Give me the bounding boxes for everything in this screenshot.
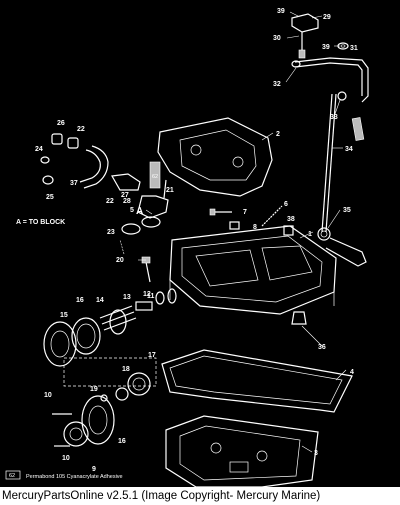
- plug-part-36: [291, 311, 307, 325]
- copyright-footer: MercuryPartsOnline v2.5.1 (Image Copyrig…: [0, 487, 400, 505]
- callout-31: 31: [350, 45, 358, 52]
- legend-text: Permabond 105 Cyanacrylate Adhesive: [26, 474, 123, 480]
- callout-22-mid: 22: [106, 198, 114, 205]
- callout-25: 25: [46, 194, 54, 201]
- callout-26: 26: [57, 120, 65, 127]
- tube-label: 62: [152, 174, 158, 180]
- callout-30: 30: [273, 35, 281, 42]
- callout-16-lower: 16: [118, 438, 126, 445]
- callout-19: 19: [90, 386, 98, 393]
- bolt-part-20: [141, 256, 151, 283]
- callout-20: 20: [116, 257, 124, 264]
- callout-33: 33: [330, 114, 338, 121]
- callout-23: 23: [107, 229, 115, 236]
- callout-9: 9: [92, 466, 96, 473]
- rod-part-34: [321, 91, 365, 233]
- callout-27: 27: [121, 192, 129, 199]
- callout-2: 2: [276, 131, 280, 138]
- legend-code: 62: [9, 473, 15, 479]
- callout-38: 38: [287, 216, 295, 223]
- callout-6: 6: [284, 201, 288, 208]
- callout-39-top: 39: [277, 8, 285, 15]
- callout-labels: 39 29 30 39 31 32 33 34 2 26 22 24 25 37…: [35, 8, 358, 473]
- footer-text: MercuryPartsOnline v2.5.1 (Image Copyrig…: [2, 490, 321, 502]
- plate-part-3: [165, 415, 319, 487]
- callout-39-mid: 39: [322, 44, 330, 51]
- callout-7: 7: [243, 209, 247, 216]
- callout-15: 15: [60, 312, 68, 319]
- callout-14: 14: [96, 297, 104, 304]
- leader-lines: [119, 11, 347, 453]
- fitting-group-part-21: [111, 173, 169, 235]
- lower-cover-part-9-16: [52, 395, 115, 447]
- gasket-part-2: [157, 117, 273, 197]
- callout-24: 24: [35, 146, 43, 153]
- callout-13: 13: [123, 294, 131, 301]
- callout-37: 37: [70, 180, 78, 187]
- gasket-part-4: [161, 349, 353, 413]
- adhesive-tube-62: 62: [149, 161, 161, 189]
- callout-16-upper: 16: [76, 297, 84, 304]
- linkage-arm-part-32: [291, 57, 369, 103]
- callout-35: 35: [343, 207, 351, 214]
- block-part-1: [169, 225, 337, 315]
- callout-5: 5: [130, 207, 134, 214]
- fitting-part-35: [317, 227, 367, 267]
- callout-22-top: 22: [77, 126, 85, 133]
- callout-36: 36: [318, 344, 326, 351]
- callout-3: 3: [314, 450, 318, 457]
- cover-part-15-16: [43, 317, 101, 367]
- callout-34: 34: [345, 146, 353, 153]
- callout-17: 17: [148, 352, 156, 359]
- exploded-parts-diagram: 62: [5, 8, 369, 487]
- small-parts-7-6-38-8: [209, 205, 294, 236]
- callout-12: 12: [143, 291, 151, 298]
- callout-11: 11: [147, 293, 155, 300]
- to-block-note: A = TO BLOCK: [16, 219, 65, 226]
- check-valve-group-17-19: [63, 357, 157, 402]
- callout-10-upper: 10: [44, 392, 52, 399]
- callout-8: 8: [253, 224, 257, 231]
- callout-32: 32: [273, 81, 281, 88]
- callout-18: 18: [122, 366, 130, 373]
- callout-21: 21: [166, 187, 174, 194]
- callout-28: 28: [123, 198, 131, 205]
- callout-29: 29: [323, 14, 331, 21]
- adhesive-legend: 62 Permabond 105 Cyanacrylate Adhesive: [5, 470, 123, 480]
- callout-1: 1: [308, 231, 312, 238]
- bracket-part-29-30: [291, 13, 319, 59]
- hose-group-part-37: [40, 133, 109, 189]
- callout-10-lower: 10: [62, 455, 70, 462]
- valve-assembly-11-14: [99, 288, 177, 335]
- callout-4: 4: [350, 369, 354, 376]
- legend-code-box: [5, 470, 21, 480]
- callout-A: A: [136, 206, 143, 217]
